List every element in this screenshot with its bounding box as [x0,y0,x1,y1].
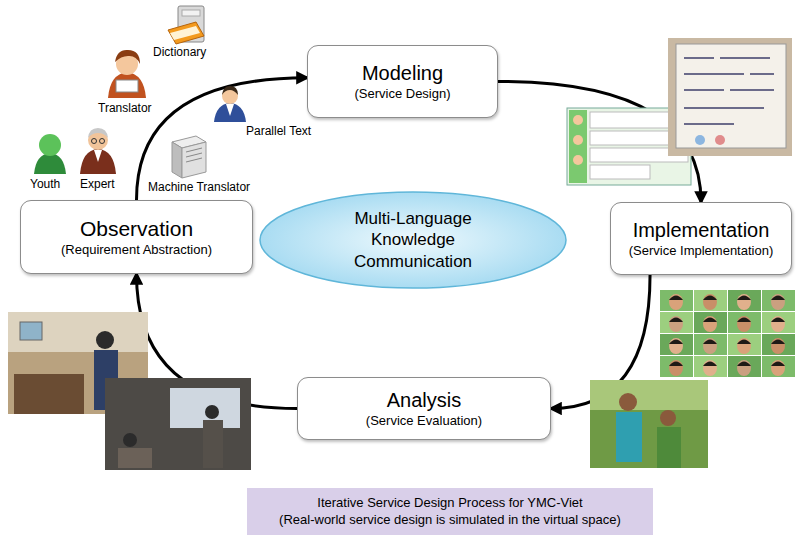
hair [669,296,683,301]
face [669,360,683,376]
field-photo [590,380,708,468]
process-box: Implementation(Service Implementation) [610,202,792,275]
process-box: Observation(Requirement Abstraction) [20,200,253,274]
hair [771,340,785,345]
face-tile [762,334,795,355]
hair [737,362,751,367]
drawing-photo [668,38,792,156]
icon-label: Machine Translator [148,180,250,194]
icon-label: Translator [98,101,152,115]
face [703,338,717,354]
face-tile [728,334,761,355]
face-tile [660,290,693,311]
icon-label: Parallel Text [246,124,311,138]
node-title: Observation [80,216,193,242]
hair [771,318,785,323]
face-tile [728,290,761,311]
face [703,316,717,332]
node-subtitle: (Service Implementation) [629,243,774,259]
icon-label: Youth [30,177,60,191]
hair [703,296,717,301]
dictionary-icon [168,6,204,44]
expert-icon [80,128,116,174]
face [703,294,717,310]
face-tile [660,356,693,377]
face [669,294,683,310]
face [771,360,785,376]
hair [737,340,751,345]
node-title: Analysis [387,388,461,413]
node-title: Modeling [362,61,443,86]
face-tile [694,312,727,333]
face-tile [762,356,795,377]
center-ellipse: Multi-Language Knowledge Communication [258,190,568,290]
node-subtitle: (Requirement Abstraction) [61,242,212,258]
icon-label: Expert [80,177,115,191]
node-title: Multi-Language Knowledge Communication [343,208,483,272]
process-box: Analysis(Service Evaluation) [297,377,551,440]
cycle-arrow [137,78,308,200]
icon-label: Dictionary [153,45,206,59]
face [771,338,785,354]
face [737,360,751,376]
face-tile [694,290,727,311]
hair [771,296,785,301]
face [737,338,751,354]
node-subtitle: (Service Evaluation) [366,413,482,429]
hair [703,362,717,367]
face [737,316,751,332]
face-tile [660,312,693,333]
hair [669,362,683,367]
face [669,338,683,354]
hair [669,340,683,345]
face [737,294,751,310]
face [669,316,683,332]
machine-translator-icon [172,136,206,178]
caption-band: Iterative Service Design Process for YMC… [247,488,653,535]
node-title: Implementation [633,218,770,243]
hair [737,318,751,323]
face [771,316,785,332]
face-tile [762,312,795,333]
hair [771,362,785,367]
youth-icon [34,134,66,174]
face-tile [694,356,727,377]
presentation-photo [105,378,251,470]
hair [669,318,683,323]
hair [703,340,717,345]
face-tile [728,356,761,377]
hair [737,296,751,301]
parallel-text-icon [214,86,246,122]
face-tile [728,312,761,333]
children-photo-grid [660,290,795,377]
translator-icon [108,50,146,98]
face-tile [694,334,727,355]
node-title: Iterative Service Design Process for YMC… [317,495,582,511]
node-subtitle: (Service Design) [354,86,450,102]
process-box: Modeling(Service Design) [307,45,498,118]
face-tile [660,334,693,355]
face [771,294,785,310]
face-tile [762,290,795,311]
hair [703,318,717,323]
node-subtitle: (Real-world service design is simulated … [279,512,621,528]
face [703,360,717,376]
